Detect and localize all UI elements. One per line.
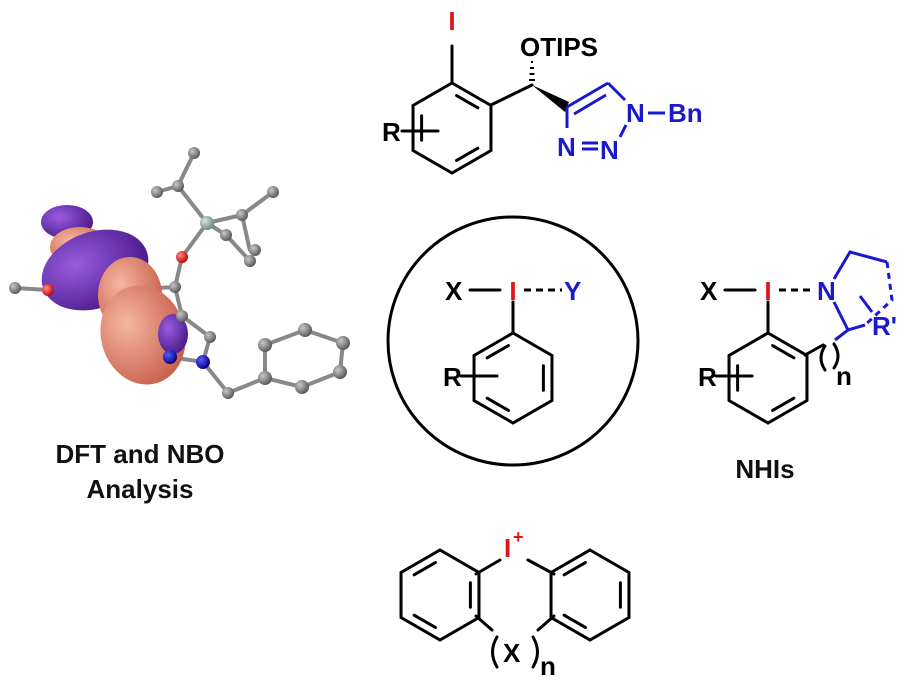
- r-prime-label: R': [872, 311, 897, 341]
- dft-caption-line2: Analysis: [87, 474, 194, 504]
- benzene-ring: [411, 81, 493, 175]
- otips-label: OTIPS: [520, 32, 598, 62]
- double-bond: [455, 94, 480, 110]
- wedge-bond: [532, 85, 569, 112]
- nhi-caption: NHIs: [735, 454, 794, 484]
- iodine-label: I: [448, 6, 455, 36]
- double-bond: [485, 344, 510, 360]
- benzene-ring: [549, 548, 631, 642]
- benzene-ring: [727, 331, 809, 425]
- double-bond: [771, 396, 796, 412]
- r-label: R: [382, 117, 401, 147]
- iodine-label: I: [764, 276, 771, 306]
- dft-orbital-model: [9, 147, 350, 399]
- r-label: R: [698, 362, 717, 392]
- iodonium-label: I: [504, 533, 511, 563]
- benzene-rings: [399, 81, 809, 642]
- benzene-ring: [399, 548, 481, 642]
- top-structure: I OTIPS R N Bn N N: [382, 6, 703, 165]
- center-motif: X I Y R: [386, 215, 640, 467]
- plus-charge: +: [513, 527, 524, 547]
- double-bond: [412, 561, 437, 577]
- double-bond: [562, 561, 587, 577]
- n1-label: N: [626, 98, 645, 128]
- n-subscript: n: [836, 361, 852, 391]
- double-bond: [412, 613, 437, 629]
- double-bond: [771, 344, 796, 360]
- r-label: R: [443, 362, 462, 392]
- highlight-circle: [386, 215, 640, 467]
- double-bond: [562, 613, 587, 629]
- n2-label: N: [600, 135, 619, 165]
- x-label: X: [700, 276, 718, 306]
- n-label: N: [817, 276, 836, 306]
- n-subscript: n: [540, 651, 556, 681]
- x-label: X: [445, 276, 463, 306]
- hashed-bond: [529, 61, 535, 81]
- x-label: X: [503, 638, 521, 668]
- double-bond: [455, 146, 480, 162]
- dft-caption-line1: DFT and NBO: [56, 439, 225, 469]
- y-label: Y: [564, 276, 581, 306]
- benzene-ring: [472, 331, 554, 425]
- iodine-label: I: [509, 276, 516, 306]
- bottom-structure: I + X n: [474, 527, 556, 681]
- benzyl-label: Bn: [668, 98, 703, 128]
- nhi-structure: X I N R' n R NHIs: [698, 250, 897, 484]
- n3-label: N: [557, 132, 576, 162]
- double-bond: [485, 396, 510, 412]
